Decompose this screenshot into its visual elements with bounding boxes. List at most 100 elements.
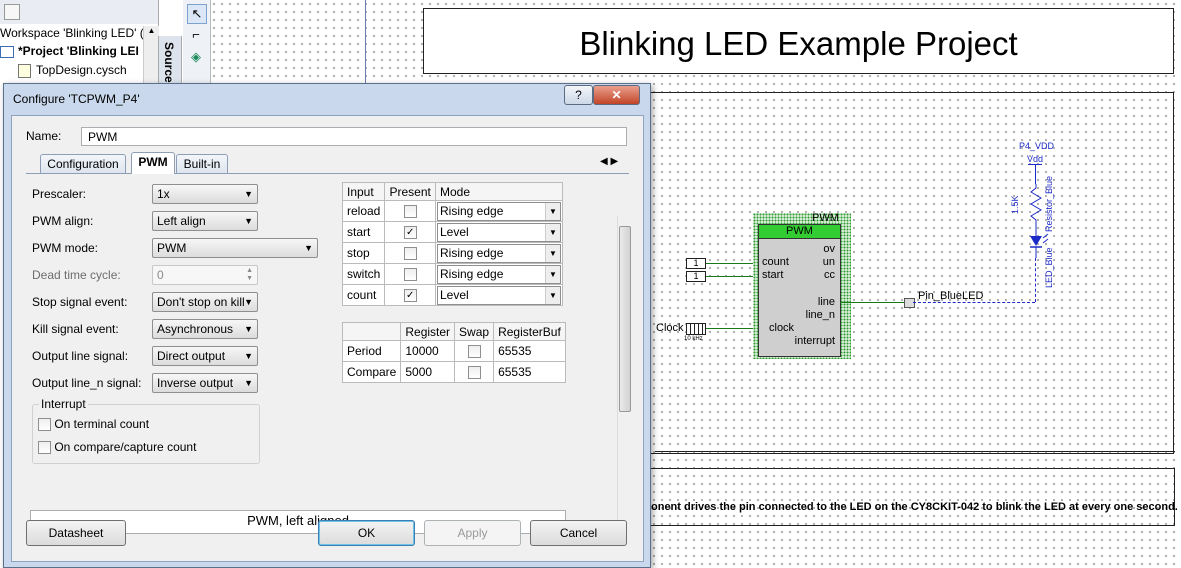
prescaler-label: Prescaler: bbox=[32, 187, 87, 201]
chevron-down-icon: ▼ bbox=[244, 297, 253, 307]
output-line-select[interactable]: Direct output▼ bbox=[152, 346, 258, 366]
vdd-label: Vdd bbox=[1027, 154, 1044, 164]
output-line-n-select[interactable]: Inverse output▼ bbox=[152, 373, 258, 393]
panel-scrollbar[interactable] bbox=[617, 216, 633, 529]
chevron-down-icon: ▼ bbox=[545, 223, 560, 241]
terminal-line: line bbox=[817, 296, 835, 308]
terminal-count-option[interactable]: On terminal count bbox=[38, 417, 150, 432]
pwm-component-header: PWM bbox=[759, 225, 840, 239]
present-checkbox[interactable]: ✓ bbox=[403, 289, 417, 303]
resistor-symbol[interactable] bbox=[1028, 184, 1044, 228]
pointer-tool-icon[interactable]: ↖ bbox=[187, 4, 207, 24]
input-name: switch bbox=[341, 263, 386, 285]
terminal-count-checkbox[interactable] bbox=[38, 418, 51, 432]
pwm-align-select[interactable]: Left align▼ bbox=[152, 211, 258, 231]
register-value[interactable]: 10000 bbox=[400, 340, 456, 362]
name-field[interactable]: PWM bbox=[81, 127, 627, 146]
present-checkbox[interactable]: ✓ bbox=[403, 226, 417, 240]
table-row: Compare 5000 65535 bbox=[341, 361, 566, 383]
tab-pwm[interactable]: PWM bbox=[131, 152, 175, 174]
project-node[interactable]: *Project 'Blinking LEI bbox=[0, 43, 139, 59]
chevron-down-icon: ▼ bbox=[244, 216, 253, 226]
title-block: Blinking LED Example Project bbox=[423, 8, 1174, 74]
pwm-align-label: PWM align: bbox=[32, 214, 94, 228]
inputs-table: Input Present Mode reload Rising edge▼ s… bbox=[341, 182, 563, 306]
const-high-count[interactable]: 1 bbox=[686, 258, 706, 269]
col-blank bbox=[341, 322, 402, 341]
terminal-count-text: On terminal count bbox=[54, 417, 150, 431]
swap-checkbox[interactable] bbox=[467, 345, 481, 359]
spinner-arrows-icon: ▲▼ bbox=[246, 267, 253, 282]
table-row: switch Rising edge▼ bbox=[341, 263, 563, 285]
workspace-explorer[interactable]: Workspace 'Blinking LED' (1 *Project 'Bl… bbox=[0, 0, 159, 90]
chevron-down-icon: ▼ bbox=[304, 243, 313, 253]
clock-label: Clock bbox=[656, 322, 684, 334]
clock-symbol[interactable] bbox=[686, 323, 706, 335]
folder-icon bbox=[4, 4, 20, 20]
stop-event-label: Stop signal event: bbox=[32, 295, 128, 309]
pin-symbol[interactable] bbox=[904, 298, 915, 308]
ok-button[interactable]: OK bbox=[318, 520, 415, 546]
schematic-title: Blinking LED Example Project bbox=[579, 25, 1018, 62]
component-tool-icon[interactable]: ◈ bbox=[191, 49, 201, 64]
scrollbar-thumb[interactable] bbox=[619, 226, 631, 412]
pwm-tab-panel bbox=[26, 173, 629, 554]
schematic-file-icon bbox=[18, 63, 31, 78]
kill-event-select[interactable]: Asynchronous▼ bbox=[152, 319, 258, 339]
chevron-down-icon: ▼ bbox=[545, 202, 560, 220]
terminal-cc: cc bbox=[824, 269, 835, 281]
registerbuf-value[interactable]: 65535 bbox=[493, 361, 566, 383]
table-row: reload Rising edge▼ bbox=[341, 200, 563, 222]
col-present: Present bbox=[384, 182, 436, 201]
wire-pin-led bbox=[913, 302, 1035, 303]
chevron-down-icon: ▼ bbox=[545, 265, 560, 283]
workspace-header-strip bbox=[0, 0, 158, 24]
tab-configuration[interactable]: Configuration bbox=[40, 154, 126, 174]
pwm-mode-select[interactable]: PWM▼ bbox=[152, 238, 318, 258]
prescaler-select[interactable]: 1x▼ bbox=[152, 184, 258, 204]
output-line-label: Output line signal: bbox=[32, 349, 129, 363]
cancel-button[interactable]: Cancel bbox=[530, 520, 627, 546]
resistor-value: 1.5K bbox=[1010, 195, 1020, 214]
wire-tool-icon[interactable]: ⌐ bbox=[192, 27, 200, 42]
terminal-interrupt: interrupt bbox=[794, 335, 835, 347]
mode-select[interactable]: Rising edge▼ bbox=[437, 264, 561, 284]
present-checkbox[interactable] bbox=[403, 205, 417, 219]
register-value[interactable]: 5000 bbox=[400, 361, 456, 383]
present-checkbox[interactable] bbox=[403, 268, 417, 282]
input-name: start bbox=[341, 221, 386, 243]
close-button[interactable]: ✕ bbox=[593, 85, 640, 105]
chevron-down-icon: ▼ bbox=[545, 244, 560, 262]
const-high-start[interactable]: 1 bbox=[686, 271, 706, 282]
col-mode: Mode bbox=[435, 182, 563, 201]
compare-count-option[interactable]: On compare/capture count bbox=[38, 440, 196, 455]
workspace-scrollbar[interactable]: ▲ bbox=[143, 26, 159, 90]
scroll-up-icon[interactable]: ▲ bbox=[147, 26, 156, 35]
table-row: start ✓ Level▼ bbox=[341, 221, 563, 243]
terminal-start: start bbox=[762, 269, 784, 281]
pwm-component[interactable]: PWM count start clock ov un cc line line… bbox=[758, 224, 841, 357]
mode-select[interactable]: Level▼ bbox=[437, 285, 561, 305]
datasheet-button[interactable]: Datasheet bbox=[26, 520, 126, 546]
chevron-down-icon: ▼ bbox=[545, 286, 560, 304]
tab-built-in[interactable]: Built-in bbox=[176, 154, 228, 174]
file-node[interactable]: TopDesign.cysch bbox=[18, 62, 127, 78]
mode-select[interactable]: Level▼ bbox=[437, 222, 561, 242]
table-row: count ✓ Level▼ bbox=[341, 284, 563, 306]
registerbuf-value[interactable]: 65535 bbox=[493, 340, 566, 362]
tab-scroll-arrows[interactable]: ◀ ▶ bbox=[600, 156, 619, 167]
terminal-count: count bbox=[762, 256, 789, 268]
source-tab-label: Source bbox=[162, 42, 176, 83]
workspace-node[interactable]: Workspace 'Blinking LED' (1 bbox=[0, 26, 151, 40]
name-label: Name: bbox=[26, 129, 62, 143]
led-symbol[interactable] bbox=[1028, 228, 1050, 258]
help-button[interactable]: ? bbox=[564, 85, 593, 105]
mode-select[interactable]: Rising edge▼ bbox=[437, 243, 561, 263]
mode-select[interactable]: Rising edge▼ bbox=[437, 201, 561, 221]
compare-count-checkbox[interactable] bbox=[38, 441, 51, 455]
present-checkbox[interactable] bbox=[403, 247, 417, 261]
chevron-down-icon: ▼ bbox=[244, 351, 253, 361]
swap-checkbox[interactable] bbox=[467, 366, 481, 380]
apply-button[interactable]: Apply bbox=[424, 520, 521, 546]
stop-event-select[interactable]: Don't stop on kill▼ bbox=[152, 292, 258, 312]
